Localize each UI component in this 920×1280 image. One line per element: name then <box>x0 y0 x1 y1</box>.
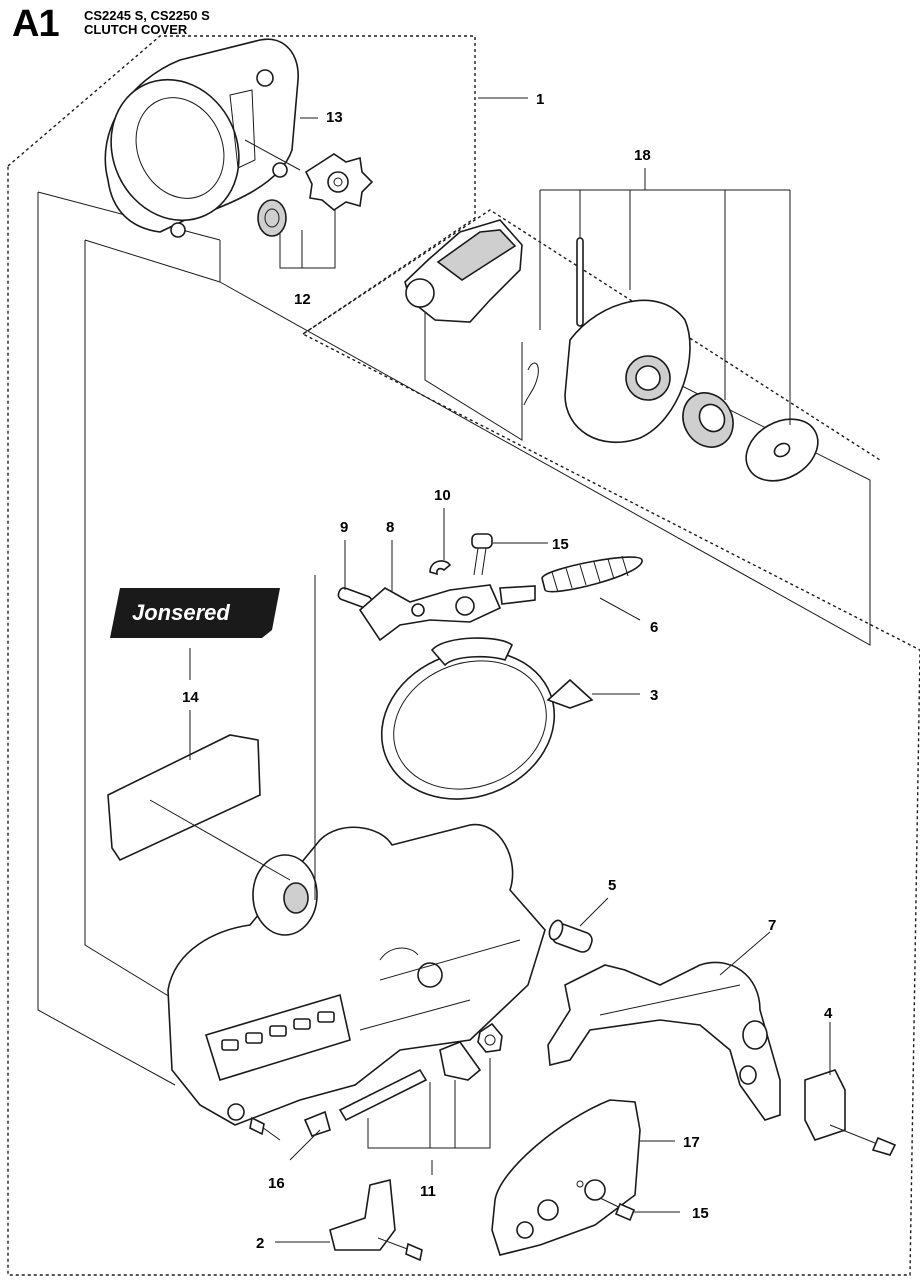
callout-8: 8 <box>386 519 394 536</box>
part-2-adjuster <box>329 1178 423 1262</box>
section-code: A1 <box>12 3 60 45</box>
clutch-cover-body <box>167 823 546 1126</box>
callout-15b: 15 <box>692 1205 709 1222</box>
callout-9: 9 <box>340 519 348 536</box>
callout-13: 13 <box>326 109 343 126</box>
callout-18: 18 <box>634 147 651 164</box>
part-10-circlip <box>429 560 452 576</box>
part-16-screw <box>249 1110 331 1141</box>
section-title: CLUTCH COVER <box>84 22 188 37</box>
callout-14: 14 <box>182 689 199 706</box>
callout-1: 1 <box>536 91 544 108</box>
part-18-chain-brake-assembly <box>404 219 819 482</box>
part-4-chain-catcher <box>804 1069 897 1156</box>
model-list: CS2245 S, CS2250 S <box>84 8 210 23</box>
part-7-guide-plate <box>547 961 781 1121</box>
part-5-bushing <box>548 919 593 953</box>
leader-lines <box>149 97 831 1243</box>
brand-logo-text: Jonsered <box>132 600 230 625</box>
projection-outline-inner <box>84 239 871 1001</box>
part-8-brake-lever <box>358 584 536 642</box>
callout-6: 6 <box>650 619 658 636</box>
part-11-chain-tensioner <box>338 1022 503 1149</box>
part-13-cover-housing <box>104 38 301 238</box>
callout-7: 7 <box>768 917 776 934</box>
callout-15: 15 <box>552 536 569 553</box>
callout-3: 3 <box>650 687 658 704</box>
callout-5: 5 <box>608 877 616 894</box>
callout-16: 16 <box>268 1175 285 1192</box>
part-15-screw-upper <box>471 533 493 576</box>
part-15-screw-lower <box>599 1197 636 1222</box>
callout-4: 4 <box>824 1005 833 1022</box>
callout-12: 12 <box>294 291 311 308</box>
part-12-sprocket <box>257 153 374 269</box>
callout-17: 17 <box>683 1134 700 1151</box>
part-17-side-plate <box>491 1099 641 1256</box>
callout-11: 11 <box>420 1183 436 1200</box>
part-14-label <box>107 588 280 862</box>
assembly-boundary-clutch-drum <box>302 209 881 461</box>
callout-2: 2 <box>256 1235 264 1252</box>
part-3-brake-band <box>380 637 594 800</box>
callout-10: 10 <box>434 487 451 504</box>
part-6-spring <box>541 555 643 593</box>
projection-outline-drum <box>424 262 523 441</box>
